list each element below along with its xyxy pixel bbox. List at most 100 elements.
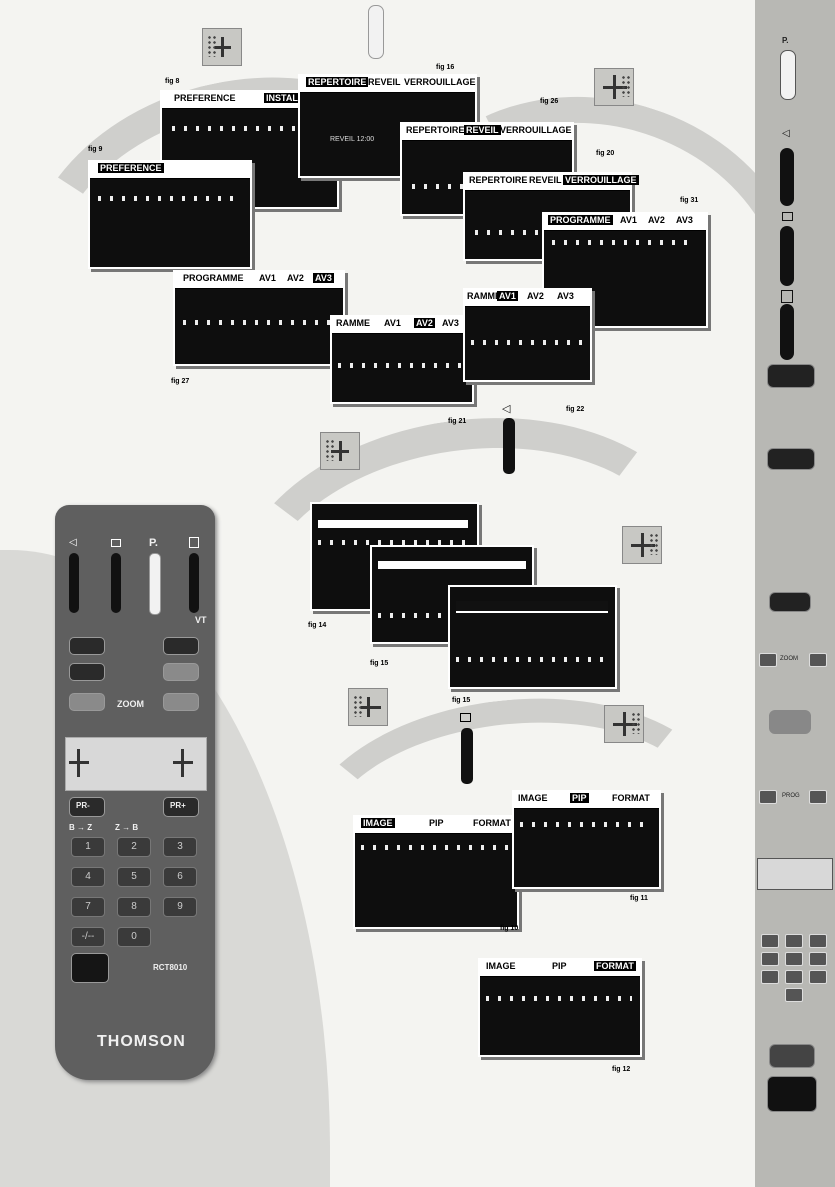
menu-tab: PIP xyxy=(552,961,567,971)
key-8[interactable]: 8 xyxy=(117,897,151,917)
sidebar-zoom-label: ZOOM xyxy=(780,656,798,662)
key-5[interactable]: 5 xyxy=(117,867,151,887)
menu-tab: PROGRAMME xyxy=(183,273,244,283)
menu-tab: AV2 xyxy=(527,291,544,301)
swap-button-icon xyxy=(769,710,811,734)
program-slider[interactable] xyxy=(149,553,161,615)
remote-button[interactable] xyxy=(69,663,105,681)
number-key-icon xyxy=(785,970,803,984)
pr-minus-icon xyxy=(759,790,777,804)
zoom-plus-icon xyxy=(809,653,827,667)
menu-tab: VERROUILLAGE xyxy=(500,125,572,135)
menu-tab-selected: AV2 xyxy=(414,318,435,328)
menu-tab: AV1 xyxy=(620,215,637,225)
menu-tab-selected: VERROUILLAGE xyxy=(563,175,639,185)
menu-tab: IMAGE xyxy=(518,793,548,803)
key-0[interactable]: 0 xyxy=(117,927,151,947)
program-slot-icon xyxy=(780,50,796,100)
exit-button-icon xyxy=(767,448,815,470)
swap-left-label: B → Z xyxy=(69,823,93,832)
menu-tab: FORMAT xyxy=(612,793,650,803)
menu-button-icon xyxy=(767,364,815,388)
menu-tab-selected: FORMAT xyxy=(594,961,636,971)
dpad-right-icon xyxy=(622,526,662,564)
remote-control: ◁ P. VT ZOOM PR- PR+ B → Z Z → B 1 2 3 4… xyxy=(55,505,215,1080)
menu-tab: AV2 xyxy=(287,273,304,283)
menu-tab-selected: PIP xyxy=(570,793,589,803)
remote-model: RCT8010 xyxy=(153,963,188,972)
key-2[interactable]: 2 xyxy=(117,837,151,857)
number-key-icon xyxy=(761,934,779,948)
menu-screen-format: IMAGE PIP FORMAT xyxy=(478,958,642,1057)
menu-screen-pip: IMAGE PIP FORMAT xyxy=(512,790,661,889)
menu-tab: PREFERENCE xyxy=(174,93,236,103)
number-key-icon xyxy=(809,952,827,966)
navigation-pad-icon xyxy=(757,858,833,890)
figure-label: fig 15 xyxy=(452,697,471,704)
menu-tab: REVEIL xyxy=(368,77,401,87)
remote-brand: THOMSON xyxy=(97,1033,186,1050)
display-slot-icon xyxy=(461,728,473,784)
figure-label: fig 20 xyxy=(596,150,615,157)
navigation-pad[interactable] xyxy=(65,737,207,791)
menu-tab: REPERTOIRE xyxy=(406,125,465,135)
key-9[interactable]: 9 xyxy=(163,897,197,917)
pr-plus-button[interactable]: PR+ xyxy=(163,797,199,817)
display-slider[interactable] xyxy=(111,553,121,613)
speaker-icon: ◁ xyxy=(502,403,511,415)
dpad-left-icon xyxy=(348,688,388,726)
figure-label: fig 31 xyxy=(680,197,699,204)
menu-tab: AV2 xyxy=(648,215,665,225)
menu-screen-preference: PREFERENCE xyxy=(88,160,252,269)
menu-tab: VERROUILLAGE xyxy=(404,77,476,87)
key-7[interactable]: 7 xyxy=(71,897,105,917)
key-6[interactable]: 6 xyxy=(163,867,197,887)
menu-tab: RAMME xyxy=(467,291,501,301)
remote-button[interactable] xyxy=(69,637,105,655)
menu-tab: REVEIL xyxy=(529,175,562,185)
dpad-right-icon xyxy=(604,705,644,743)
key-dash[interactable]: -/-- xyxy=(71,927,105,947)
figure-label: fig 15 xyxy=(370,660,389,667)
number-key-icon xyxy=(761,970,779,984)
menu-tab-selected: REVEIL xyxy=(464,125,501,135)
volume-slider[interactable] xyxy=(69,553,79,613)
standby-button-icon xyxy=(767,1076,817,1112)
speaker-icon: ◁ xyxy=(782,128,790,139)
pip-button-icon xyxy=(769,592,811,612)
key-3[interactable]: 3 xyxy=(163,837,197,857)
figure-label: fig 22 xyxy=(566,406,585,413)
pr-minus-button[interactable]: PR- xyxy=(69,797,105,817)
remote-label-p: P. xyxy=(149,537,158,549)
menu-tab-selected: AV1 xyxy=(497,291,518,301)
menu-tab-selected: AV3 xyxy=(313,273,334,283)
volume-screen xyxy=(448,585,617,689)
screen-icon xyxy=(111,539,121,547)
zoom-button[interactable] xyxy=(163,663,199,681)
number-key-icon xyxy=(785,934,803,948)
swap-right-label: Z → B xyxy=(115,823,139,832)
menu-line: REVEIL 12:00 xyxy=(330,136,375,143)
teletext-slider[interactable] xyxy=(189,553,199,613)
menu-tab: IMAGE xyxy=(486,961,516,971)
menu-tab-selected: INSTALL xyxy=(264,93,306,103)
number-key-icon xyxy=(761,952,779,966)
key-4[interactable]: 4 xyxy=(71,867,105,887)
menu-tab: RAMME xyxy=(336,318,370,328)
zoom-plus-button[interactable] xyxy=(163,693,199,711)
standby-button[interactable] xyxy=(71,953,109,983)
button-legend-sidebar: P. ◁ ZOOM PROG xyxy=(755,0,835,1187)
key-1[interactable]: 1 xyxy=(71,837,105,857)
number-key-icon xyxy=(785,952,803,966)
pr-plus-icon xyxy=(809,790,827,804)
display-slot-icon xyxy=(780,226,794,286)
remote-button[interactable] xyxy=(163,637,199,655)
menu-tab: AV3 xyxy=(557,291,574,301)
zoom-minus-button[interactable] xyxy=(69,693,105,711)
teletext-slot-icon xyxy=(780,304,794,360)
program-slot-icon xyxy=(368,5,384,59)
